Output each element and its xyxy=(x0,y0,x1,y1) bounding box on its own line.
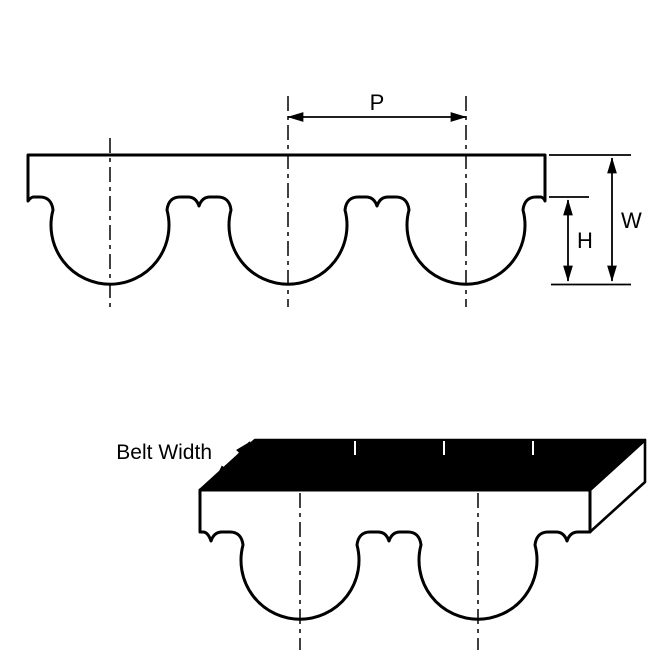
belt-width-dimension: Belt Width xyxy=(116,441,251,481)
width-dimension: W xyxy=(549,154,642,286)
belt-front-profile xyxy=(198,488,592,621)
belt-width-arrow xyxy=(214,441,251,481)
height-dimension: H xyxy=(549,196,593,282)
top-view-cross-section: P W H xyxy=(26,90,642,307)
belt-cross-section-profile xyxy=(26,153,547,286)
belt-width-label: Belt Width xyxy=(116,441,212,464)
width-label: W xyxy=(621,208,642,233)
pitch-label: P xyxy=(370,90,385,115)
belt-3d-view: Belt Width xyxy=(116,438,647,650)
belt-top-face xyxy=(198,438,647,492)
height-label: H xyxy=(577,228,593,253)
pitch-dimension: P xyxy=(287,90,467,122)
